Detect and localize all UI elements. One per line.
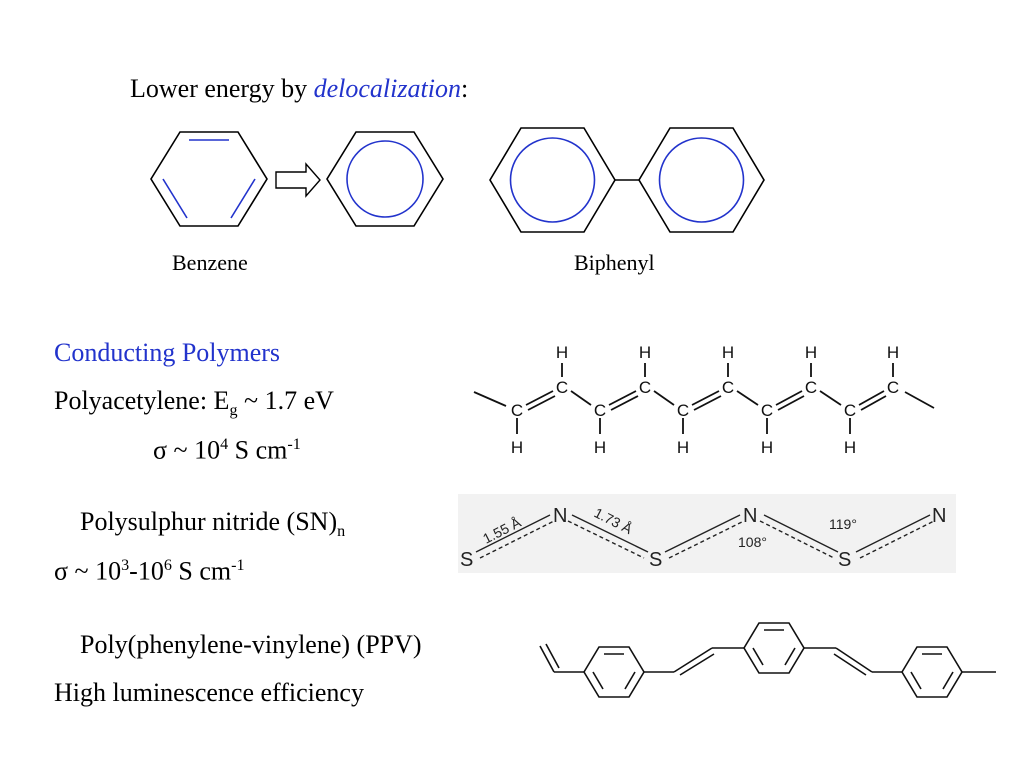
bond-angle-label: 119°	[829, 516, 857, 532]
polyacetylene-gap: Polyacetylene: Eg ~ 1.7 eV	[54, 386, 334, 420]
ppv-name: Poly(phenylene-vinylene) (PPV)	[80, 630, 422, 659]
carbon-atom: C	[511, 401, 523, 420]
double-bond-line	[858, 390, 885, 406]
biphenyl-structure	[489, 127, 765, 233]
carbon-atom: C	[761, 401, 773, 420]
single-bond-line	[736, 390, 759, 406]
carbon-atom: C	[844, 401, 856, 420]
biphenyl-label: Biphenyl	[574, 250, 655, 275]
ppv-structure	[539, 622, 996, 698]
heading: Lower energy by delocalization:	[130, 76, 468, 102]
hydrogen-atom: H	[761, 438, 773, 457]
sn-atom-s: S	[460, 549, 473, 571]
carbon-atom: C	[594, 401, 606, 420]
double-bond-line	[525, 390, 554, 406]
double-bond-line	[775, 390, 803, 406]
hydrogen-atom: H	[594, 438, 606, 457]
sn-name: Polysulphur nitride (SN)n	[80, 507, 346, 541]
double-bond-line	[608, 390, 637, 406]
carbon-atom: C	[677, 401, 689, 420]
sn-atom-n: N	[743, 505, 757, 527]
sn-conductivity: σ ~ 103-106 S cm-1	[54, 556, 245, 586]
hydrogen-atom: H	[556, 343, 568, 362]
double-bond-line	[860, 395, 887, 411]
heading-emphasis: delocalization	[313, 74, 461, 103]
carbon-atom: C	[722, 378, 734, 397]
double-bond-line	[691, 390, 720, 406]
hydrogen-atom: H	[887, 343, 899, 362]
conducting-polymers-title: Conducting Polymers	[54, 338, 281, 367]
single-bond-line	[570, 390, 592, 406]
chain-end-bond	[473, 391, 507, 407]
ppv-property: High luminescence efficiency	[54, 678, 364, 707]
double-bond-line	[610, 395, 639, 411]
sn-atom-s: S	[649, 549, 662, 571]
sn-atom-n: N	[553, 505, 567, 527]
sn-atom-n: N	[932, 505, 946, 527]
sn-atom-s: S	[838, 549, 851, 571]
polyacetylene-conductivity: σ ~ 104 S cm-1	[153, 435, 301, 465]
heading-prefix: Lower energy by	[130, 74, 314, 103]
benzene-label: Benzene	[172, 250, 248, 275]
carbon-atom: C	[887, 378, 899, 397]
chain-end-bond	[904, 391, 935, 409]
carbon-atom: C	[639, 378, 651, 397]
benzene-delocalized-structure	[326, 131, 444, 227]
sn-structure: S N S N S N 1.55 Å 1.73 Å 108° 119°	[458, 494, 956, 573]
double-bond-line	[527, 395, 556, 411]
hydrogen-atom: H	[805, 343, 817, 362]
hydrogen-atom: H	[677, 438, 689, 457]
carbon-atom: C	[556, 378, 568, 397]
bond-angle-label: 108°	[738, 534, 767, 550]
hydrogen-atom: H	[844, 438, 856, 457]
hydrogen-atom: H	[722, 343, 734, 362]
hydrogen-atom: H	[511, 438, 523, 457]
resonance-arrow-icon	[275, 162, 321, 198]
double-bond-line	[693, 395, 722, 411]
carbon-atom: C	[805, 378, 817, 397]
single-bond-line	[653, 390, 675, 406]
heading-suffix: :	[460, 74, 469, 103]
single-bond-line	[819, 390, 842, 406]
double-bond-line	[777, 395, 805, 411]
hydrogen-atom: H	[639, 343, 651, 362]
benzene-kekule-structure	[150, 131, 268, 227]
